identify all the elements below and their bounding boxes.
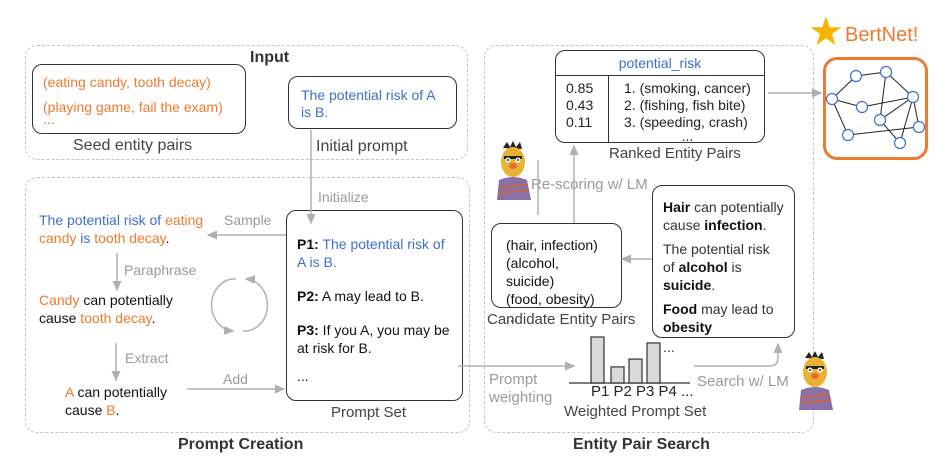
score: 0.85: [566, 80, 594, 96]
prompt-weighting-label-1: Prompt: [489, 371, 538, 388]
sentence-part: is: [727, 259, 742, 275]
entity-pair-search-section: [484, 45, 814, 433]
sentence-part: .: [151, 310, 156, 326]
sentence-part: .: [165, 230, 170, 246]
bertnet-graph-box: [823, 57, 928, 160]
bar-tick-labels: P1 P2 P3 P4 ...: [591, 383, 694, 400]
candidate-pair: (food, obesity): [506, 291, 595, 307]
input-section: [25, 45, 468, 160]
generated-sentences-box: Hair can potentially cause infection. Th…: [652, 185, 795, 355]
generated-sentence: The potential risk of alcohol is suicide…: [663, 240, 784, 294]
ranked-entity-pairs-label: Ranked Entity Pairs: [609, 145, 741, 162]
ranked-pair: 3. (speeding, crash): [624, 114, 748, 130]
extract-label: Extract: [125, 350, 169, 366]
candidate-entity-pairs-label: Candidate Entity Pairs: [487, 311, 636, 328]
entity: alcohol: [678, 259, 728, 275]
entity: infection: [704, 217, 763, 233]
prompt-set-more: ...: [297, 368, 309, 384]
prompt-text: If you A, you may be at risk for B.: [297, 322, 450, 356]
rescoring-label: Re-scoring w/ LM: [531, 176, 648, 193]
prompt-id: P3:: [297, 322, 319, 338]
star-icon: ★: [808, 10, 844, 54]
sentence-part: can potentially cause: [663, 199, 784, 233]
sentence-part: The potential risk of: [663, 241, 770, 275]
ranked-entity-pairs-table: potential_risk 0.85 0.43 0.11 1. (smokin…: [555, 50, 765, 143]
initialize-label: Initialize: [318, 189, 369, 205]
sentence-part: may lead to: [697, 301, 774, 317]
entity: Food: [663, 301, 698, 317]
generated-more: ...: [663, 339, 675, 355]
extracted-prompt: A can potentially cause B.: [65, 383, 185, 419]
seed-pair: (playing game, fail the exam): [43, 99, 223, 115]
prompt-item: P2: A may lead to B.: [297, 287, 452, 305]
placeholder-a: A: [65, 384, 74, 400]
prompt-item: P1: The potential risk of A is B.: [297, 235, 452, 271]
prompt-text: A may lead to B.: [318, 288, 424, 304]
sentence-part: can potentially cause: [65, 384, 167, 418]
paraphrased-sentence: Candy can potentially cause tooth decay.: [39, 291, 189, 327]
score-column: 0.85 0.43 0.11: [566, 80, 593, 131]
sentence-entity: Candy: [39, 292, 80, 308]
pair-column: 1. (smoking, cancer) 2. (fishing, fish b…: [624, 80, 751, 143]
ranked-pair: 1. (smoking, cancer): [624, 80, 751, 96]
seed-pair-more: ...: [43, 111, 55, 127]
sampled-sentence: The potential risk of eating candy is to…: [39, 211, 214, 247]
entity: Hair: [663, 199, 691, 215]
sentence-entity: eating candy: [39, 212, 204, 246]
sentence-part: can potentially cause: [39, 292, 173, 326]
prompt-weighting-label-2: weighting: [489, 389, 553, 406]
paraphrase-label: Paraphrase: [124, 262, 197, 278]
score: 0.11: [566, 114, 593, 130]
candidate-pair: (alcohol, suicide): [506, 255, 559, 289]
candidate-pair: (hair, infection): [506, 237, 598, 253]
prompt-set-label: Prompt Set: [331, 404, 407, 421]
prompt-item: P3: If you A, you may be at risk for B.: [297, 321, 452, 357]
sample-label: Sample: [224, 212, 272, 228]
prompt-creation-title: Prompt Creation: [178, 436, 304, 453]
weighted-prompt-set-label: Weighted Prompt Set: [564, 403, 707, 420]
prompt-id: P1:: [297, 236, 319, 252]
placeholder-b: B: [106, 402, 116, 418]
initial-prompt-box: The potential risk of A is B.: [288, 76, 457, 129]
prompt-text: The potential risk of A is B.: [297, 236, 445, 270]
generated-sentence: Hair can potentially cause infection.: [663, 198, 784, 234]
bert-character-icon: [799, 351, 833, 410]
seed-pair: (eating candy, tooth decay): [43, 74, 211, 90]
input-title: Input: [250, 49, 290, 66]
add-label: Add: [223, 371, 248, 387]
bert-character-icon: [497, 141, 531, 200]
seed-pairs-box: (eating candy, tooth decay) (playing gam…: [32, 64, 246, 134]
sentence-entity: tooth decay: [80, 310, 152, 326]
search-lm-label: Search w/ LM: [697, 373, 789, 390]
ranked-pair: 2. (fishing, fish bite): [624, 97, 746, 113]
prompt-set-box: P1: The potential risk of A is B. P2: A …: [286, 210, 463, 401]
candidate-more: ...: [506, 309, 518, 325]
seed-entity-pairs-label: Seed entity pairs: [73, 137, 193, 154]
sentence-part: .: [711, 277, 716, 293]
candidate-entity-pairs-box: (hair, infection) (alcohol, suicide) (fo…: [491, 223, 622, 325]
sentence-part: .: [115, 402, 120, 418]
relation-name: potential_risk: [556, 51, 764, 76]
score: 0.43: [566, 97, 594, 113]
entity: suicide: [663, 277, 712, 293]
sentence-entity: tooth decay: [94, 230, 166, 246]
entity: obesity: [663, 319, 713, 335]
sentence-part: The potential risk of: [39, 212, 166, 228]
bertnet-title: BertNet!: [845, 24, 919, 46]
initial-prompt-label: Initial prompt: [316, 138, 408, 155]
sentence-part: .: [762, 217, 767, 233]
ranked-more: ...: [681, 128, 694, 143]
initial-prompt-text: The potential risk of A is B.: [301, 87, 435, 120]
generated-sentence: Food may lead to obesity: [663, 300, 784, 336]
entity-pair-search-title: Entity Pair Search: [573, 436, 710, 453]
sentence-part: is: [76, 230, 95, 246]
prompt-id: P2:: [297, 288, 319, 304]
prompt-creation-section: [25, 177, 470, 433]
